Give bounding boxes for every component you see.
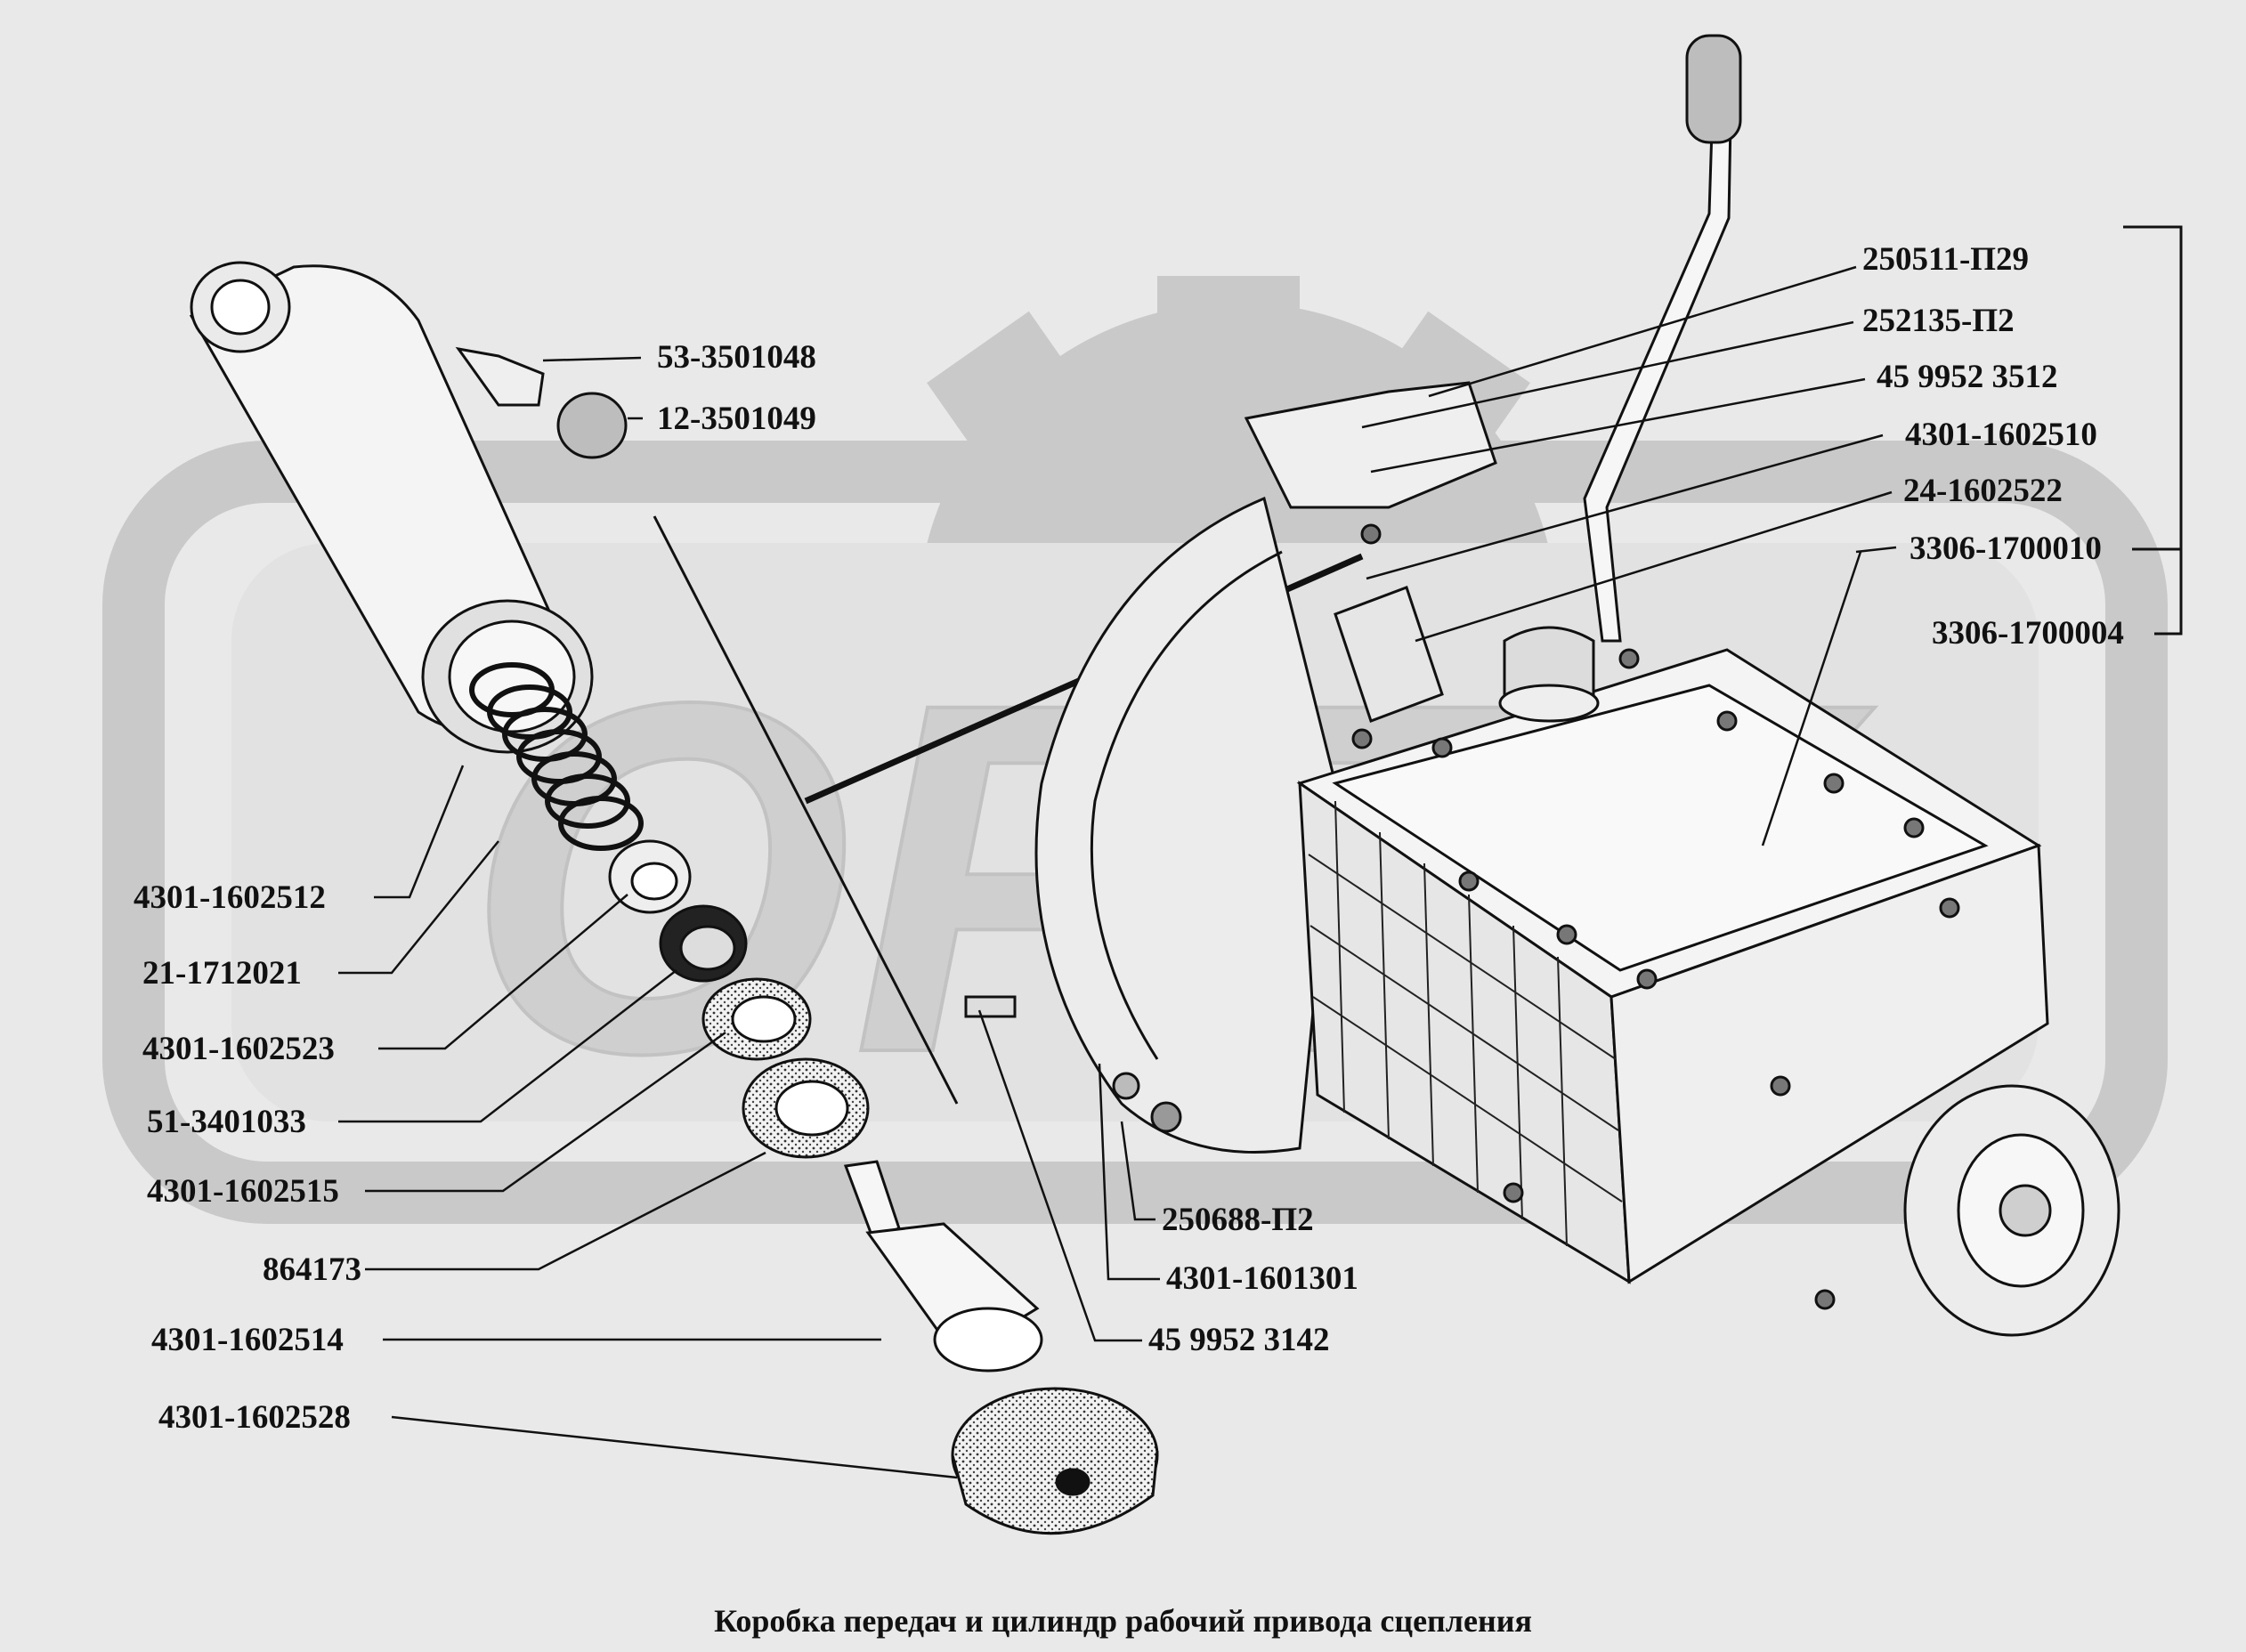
- label-51-3401033: 51-3401033: [147, 1104, 306, 1140]
- push-rod: [843, 1160, 1043, 1373]
- label-12-3501049: 12-3501049: [657, 401, 816, 437]
- label-4301-1602510: 4301-1602510: [1905, 417, 2097, 453]
- piston-parts: [608, 839, 870, 1159]
- label-4301-1602523: 4301-1602523: [142, 1031, 335, 1067]
- label-4301-1602528: 4301-1602528: [158, 1399, 351, 1436]
- label-4301-1602515: 4301-1602515: [147, 1173, 339, 1210]
- label-250511-p29: 250511-П29: [1862, 241, 2030, 278]
- cylinder-spring: [469, 662, 644, 851]
- label-45-9952-3512: 45 9952 3512: [1877, 359, 2058, 395]
- label-252135-p2: 252135-П2: [1862, 303, 2015, 339]
- label-4301-1602512: 4301-1602512: [134, 879, 326, 916]
- label-21-1712021: 21-1712021: [142, 955, 302, 992]
- cylinder-axis-line: [653, 515, 959, 1105]
- leader-lines: [338, 265, 1897, 1479]
- label-3306-1700010: 3306-1700010: [1910, 530, 2102, 567]
- label-864173: 864173: [263, 1251, 361, 1288]
- diagram-caption: Коробка передач и цилиндр рабочий привод…: [714, 1603, 1532, 1639]
- label-4301-1602514: 4301-1602514: [151, 1322, 344, 1358]
- working-cylinder: [189, 261, 594, 754]
- label-250688-p2: 250688-П2: [1162, 1202, 1314, 1238]
- group-bracket: [2123, 225, 2183, 636]
- protective-boot: [951, 1387, 1159, 1535]
- label-53-3501048: 53-3501048: [657, 339, 816, 376]
- gearbox: [964, 34, 2120, 1337]
- label-45-9952-3142: 45 9952 3142: [1148, 1322, 1330, 1358]
- label-4301-1601301: 4301-1601301: [1166, 1260, 1358, 1297]
- bleeder-valve: [455, 346, 628, 459]
- label-24-1602522: 24-1602522: [1903, 473, 2063, 509]
- label-3306-1700004: 3306-1700004: [1932, 615, 2124, 652]
